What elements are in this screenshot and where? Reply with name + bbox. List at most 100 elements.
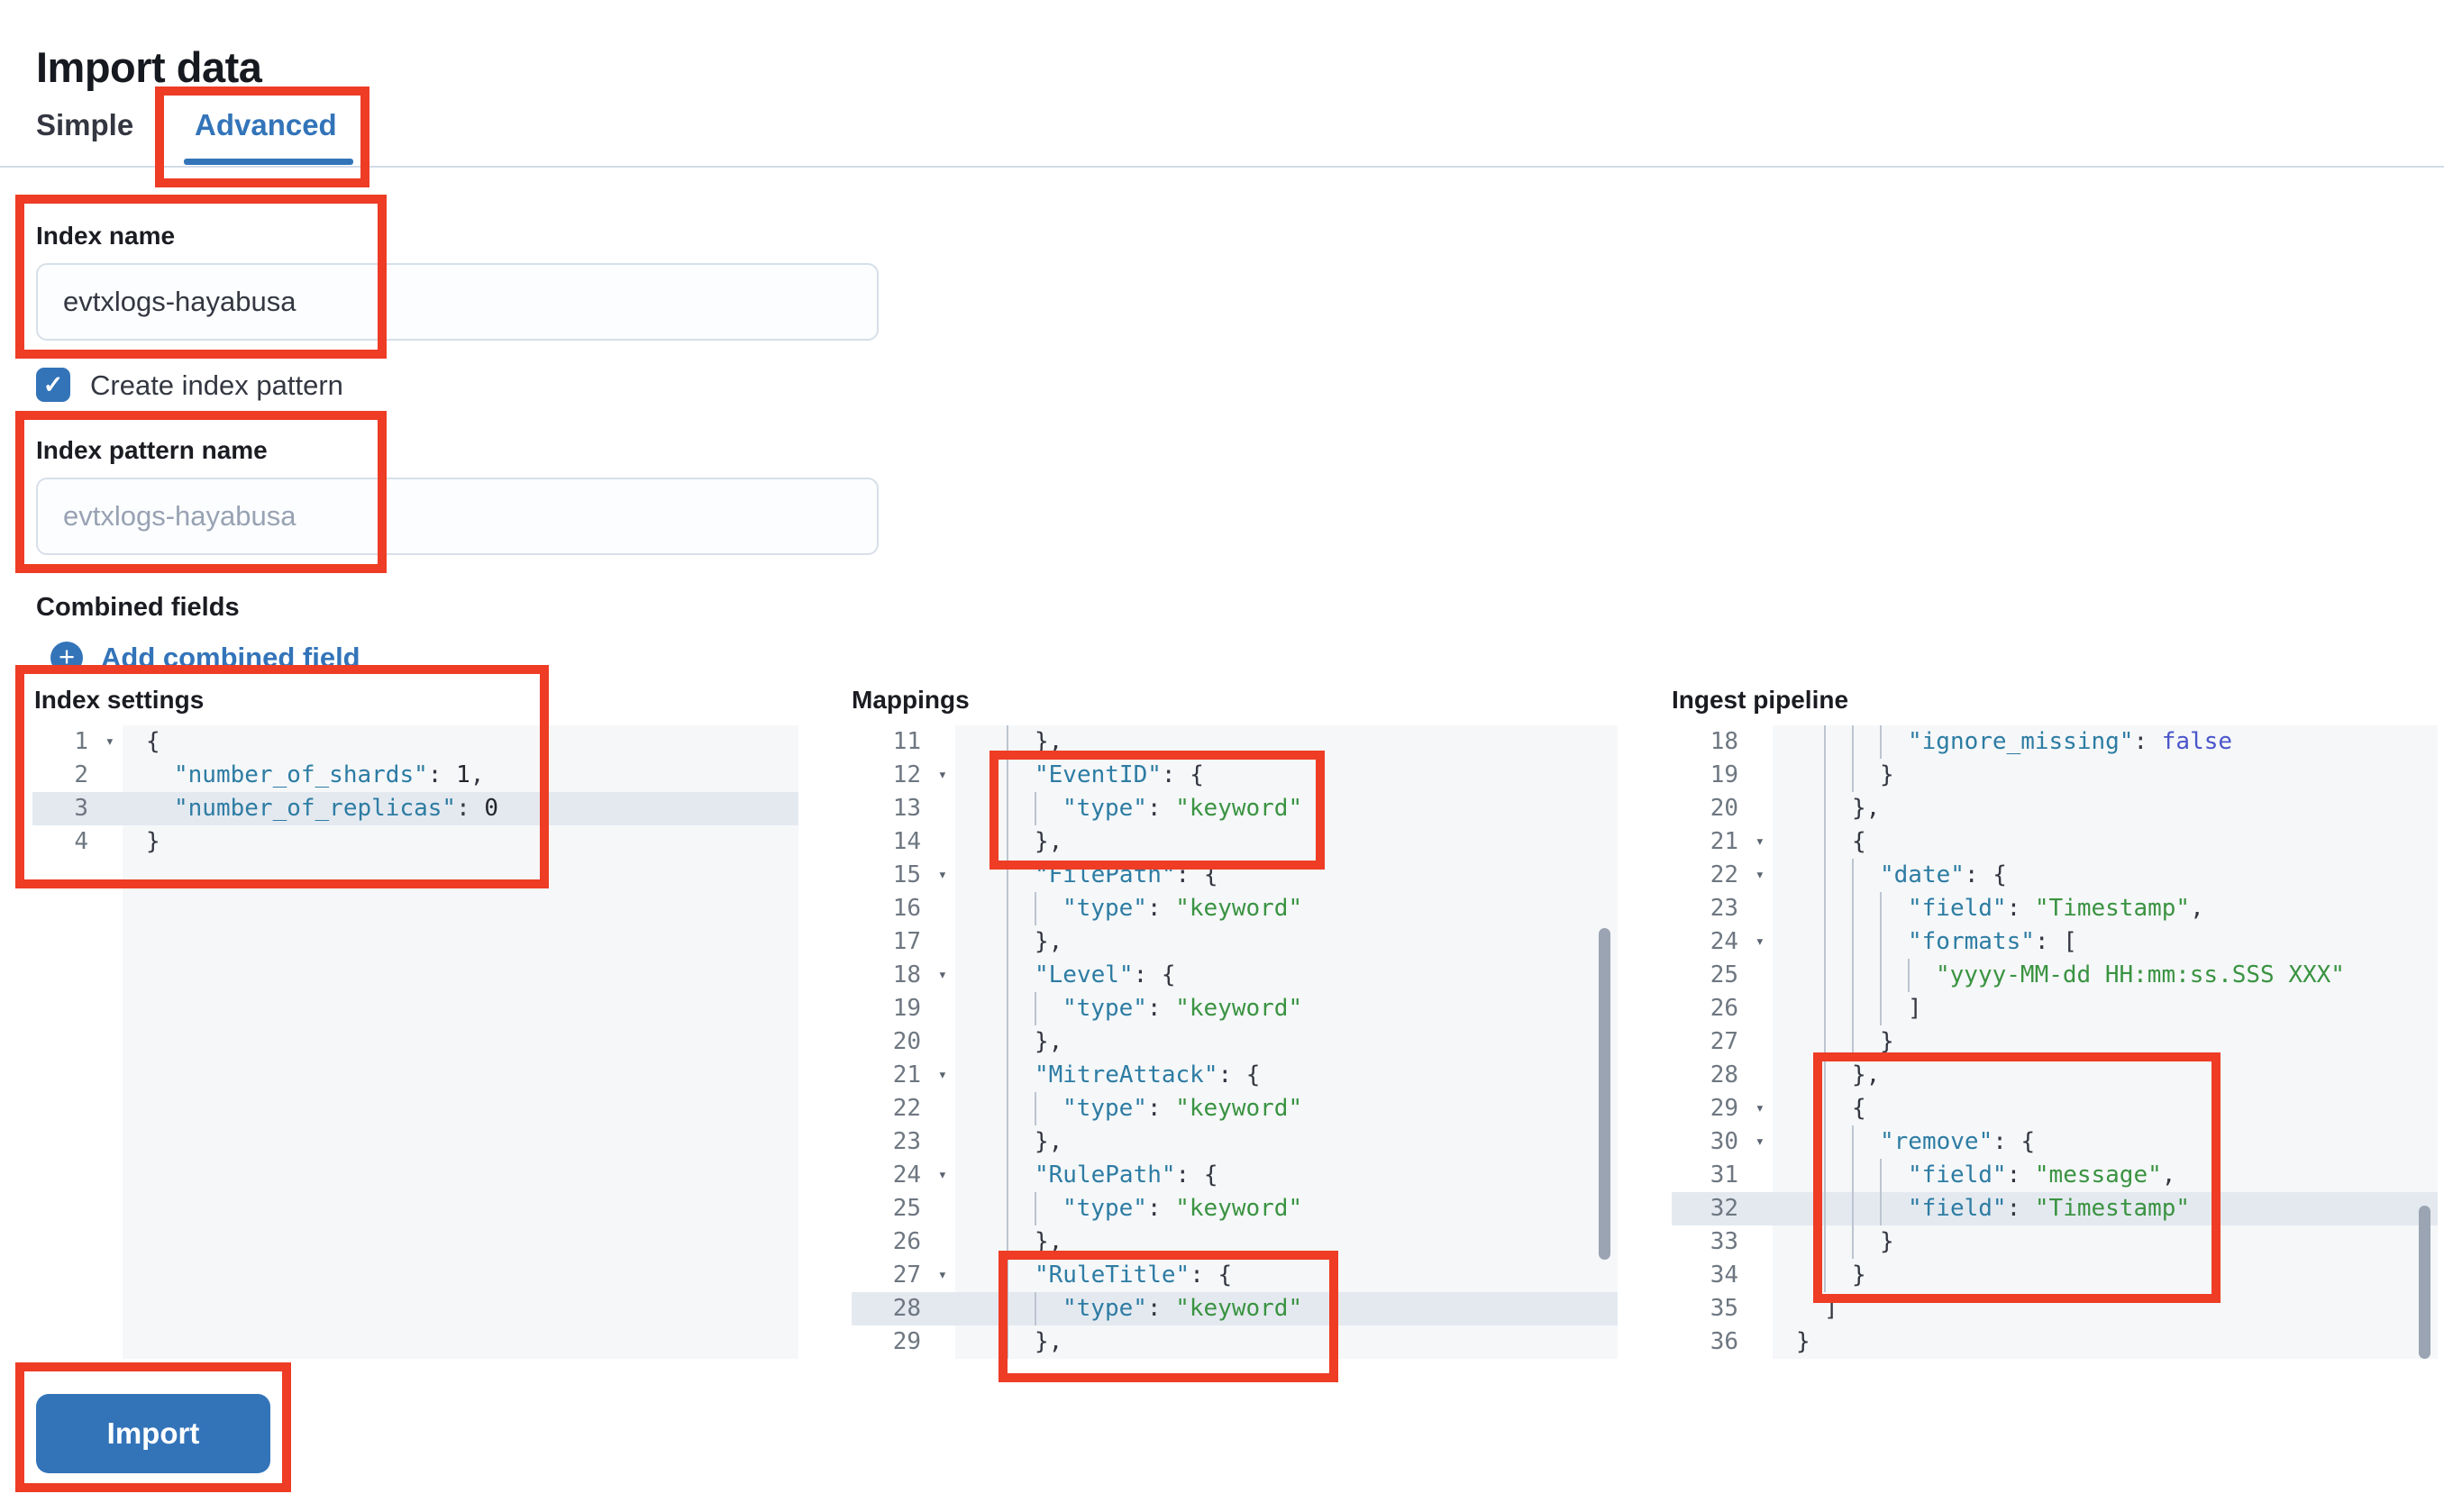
code-line: 22"type": "keyword" [852,1092,1618,1125]
fold-arrow-icon[interactable]: ▾ [1755,933,1765,951]
line-number: 4 [74,828,88,855]
tabs-divider [0,166,2444,168]
code-line: 23"field": "Timestamp", [1672,892,2438,925]
line-number: 22 [892,1095,921,1122]
index-settings-label: Index settings [34,686,205,714]
mappings-editor[interactable]: 11},12▾"EventID": {13"type": "keyword"14… [852,725,1618,1359]
code-line: 1▾{ [32,725,798,759]
code-line: 32"field": "Timestamp" [1672,1192,2438,1225]
code-line: 3"number_of_replicas": 0 [32,792,798,825]
line-number-gutter [1672,725,1773,1359]
line-number: 19 [892,995,921,1022]
fold-arrow-icon[interactable]: ▾ [1755,833,1765,851]
mappings-scrollbar-thumb[interactable] [1599,928,1610,1260]
code-line: 25"yyyy-MM-dd HH:mm:ss.SSS XXX" [1672,959,2438,992]
index-pattern-name-input[interactable] [36,478,879,555]
code-line: 24▾"formats": [ [1672,925,2438,959]
code-line: 16"type": "keyword" [852,892,1618,925]
fold-arrow-icon[interactable]: ▾ [1755,1099,1765,1117]
line-number: 18▾ [852,959,955,992]
code-line: 17}, [852,925,1618,959]
code-line: 31"field": "message", [1672,1159,2438,1192]
fold-arrow-icon[interactable]: ▾ [937,1066,947,1084]
combined-fields-label: Combined fields [36,593,240,622]
line-number: 34 [1710,1262,1738,1289]
tab-advanced[interactable]: Advanced [195,108,337,141]
line-number-gutter [32,725,123,1359]
code-line: 30▾"remove": { [1672,1125,2438,1159]
code-line: 25"type": "keyword" [852,1192,1618,1225]
code-line: 28}, [1672,1059,2438,1092]
line-number: 25 [892,1195,921,1222]
ingest-pipeline-label: Ingest pipeline [1672,686,1849,714]
line-number: 27▾ [852,1259,955,1292]
fold-arrow-icon[interactable]: ▾ [937,1266,947,1284]
fold-arrow-icon[interactable]: ▾ [937,866,947,884]
line-number: 15▾ [852,859,955,892]
code-line: 28"type": "keyword" [852,1292,1618,1325]
line-number: 17 [892,928,921,955]
fold-arrow-icon[interactable]: ▾ [937,1166,947,1184]
line-number: 30▾ [1672,1125,1773,1159]
line-number: 29▾ [1672,1092,1773,1125]
line-number: 28 [1710,1061,1738,1088]
ingest-pipeline-scrollbar-thumb[interactable] [2419,1206,2430,1359]
fold-arrow-icon[interactable]: ▾ [1755,1133,1765,1151]
line-number: 36 [1710,1328,1738,1355]
line-number: 35 [1710,1295,1738,1322]
index-name-label: Index name [36,222,176,250]
fold-arrow-icon[interactable]: ▾ [105,733,114,751]
line-number: 31 [1710,1161,1738,1189]
line-number: 24▾ [852,1159,955,1192]
plus-circle-icon[interactable]: + [50,642,83,674]
line-number: 24▾ [1672,925,1773,959]
line-number: 29 [892,1328,921,1355]
line-number: 28 [892,1295,921,1322]
code-line: 21▾{ [1672,825,2438,859]
create-index-pattern-label: Create index pattern [90,369,343,401]
code-line: 20}, [1672,792,2438,825]
line-number: 13 [892,795,921,822]
line-number: 27 [1710,1028,1738,1055]
line-number: 32 [1710,1195,1738,1222]
mappings-label: Mappings [852,686,970,714]
line-number: 22▾ [1672,859,1773,892]
line-number: 33 [1710,1228,1738,1255]
line-number: 19 [1710,761,1738,788]
line-number: 20 [1710,795,1738,822]
line-number: 23 [1710,895,1738,922]
line-number: 14 [892,828,921,855]
fold-arrow-icon[interactable]: ▾ [1755,866,1765,884]
code-line: 21▾"MitreAttack": { [852,1059,1618,1092]
tab-simple[interactable]: Simple [36,108,134,141]
code-line: 2"number_of_shards": 1, [32,759,798,792]
code-line: 15▾"FilePath": { [852,859,1618,892]
fold-arrow-icon[interactable]: ▾ [937,766,947,784]
code-line: 19"type": "keyword" [852,992,1618,1025]
line-number: 25 [1710,961,1738,988]
line-number: 20 [892,1028,921,1055]
code-line: 18▾"Level": { [852,959,1618,992]
code-line: 20}, [852,1025,1618,1059]
fold-arrow-icon[interactable]: ▾ [937,966,947,984]
import-button[interactable]: Import [36,1394,270,1473]
index-settings-editor[interactable]: 1▾{2"number_of_shards": 1,3"number_of_re… [32,725,798,1359]
line-number: 21▾ [852,1059,955,1092]
index-name-input[interactable] [36,263,879,341]
line-number: 11 [892,728,921,755]
line-number: 12▾ [852,759,955,792]
code-line: 4} [32,825,798,859]
code-line: 35] [1672,1292,2438,1325]
add-combined-field-link[interactable]: Add combined field [101,642,360,673]
code-line: 11}, [852,725,1618,759]
code-line: 26}, [852,1225,1618,1259]
code-line: 26] [1672,992,2438,1025]
code-line: 27} [1672,1025,2438,1059]
line-number: 23 [892,1128,921,1155]
code-line: 14}, [852,825,1618,859]
code-line: 24▾"RulePath": { [852,1159,1618,1192]
active-tab-underline [184,159,353,165]
index-pattern-name-label: Index pattern name [36,436,268,464]
create-index-pattern-checkbox[interactable]: ✓ [36,368,70,402]
